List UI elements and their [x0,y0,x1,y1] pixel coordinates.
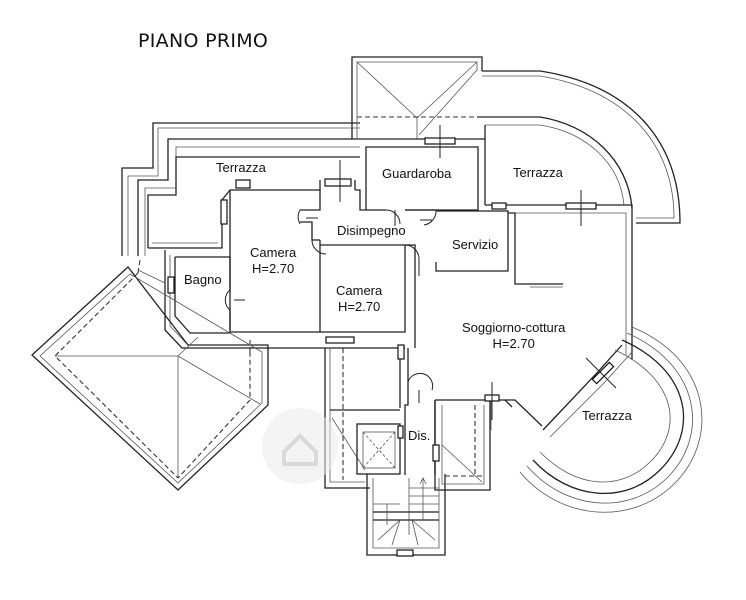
room-label-soggiorno: Soggiorno-cottura H=2.70 [462,320,565,352]
room-label-bagno: Bagno [184,272,222,288]
building-walls [164,125,633,438]
roof-outline-nw [121,122,360,256]
room-label-dis: Dis. [408,428,430,444]
room-name: Disimpegno [337,223,406,238]
room-label-disimpegno: Disimpegno [337,223,406,239]
room-label-guardaroba: Guardaroba [382,166,451,182]
doors [224,209,437,403]
room-label-camera-2: Camera H=2.70 [336,283,382,315]
terrazza-ne-curve [477,70,681,224]
guardaroba-roof [351,56,483,139]
room-name: Soggiorno-cottura [462,320,566,335]
room-label-terrazza-se: Terrazza [582,408,632,424]
room-name: Guardaroba [382,166,452,181]
watermark [262,408,338,484]
stairwell [324,348,492,557]
room-label-camera-1: Camera H=2.70 [250,245,296,277]
windows [167,125,617,462]
room-name: Bagno [184,272,222,287]
stair-window [396,549,414,557]
room-label-servizio: Servizio [452,237,498,253]
room-height: H=2.70 [337,299,381,314]
stair-treads [373,477,439,546]
room-name: Terrazza [216,160,266,175]
house-icon [282,433,318,466]
roof-pyramid-west [31,259,269,491]
room-label-terrazza-nw: Terrazza [216,160,266,176]
room-name: Camera [250,245,297,260]
room-name: Terrazza [513,165,563,180]
terrazza-se-curve [519,326,703,513]
room-name: Dis. [408,428,431,443]
plan-title: PIANO PRIMO [138,30,269,52]
room-name: Camera [336,283,383,298]
room-height: H=2.70 [251,261,295,276]
room-height: H=2.70 [492,336,535,351]
room-label-terrazza-ne: Terrazza [513,165,563,181]
room-name: Terrazza [582,408,632,423]
room-name: Servizio [452,237,499,252]
